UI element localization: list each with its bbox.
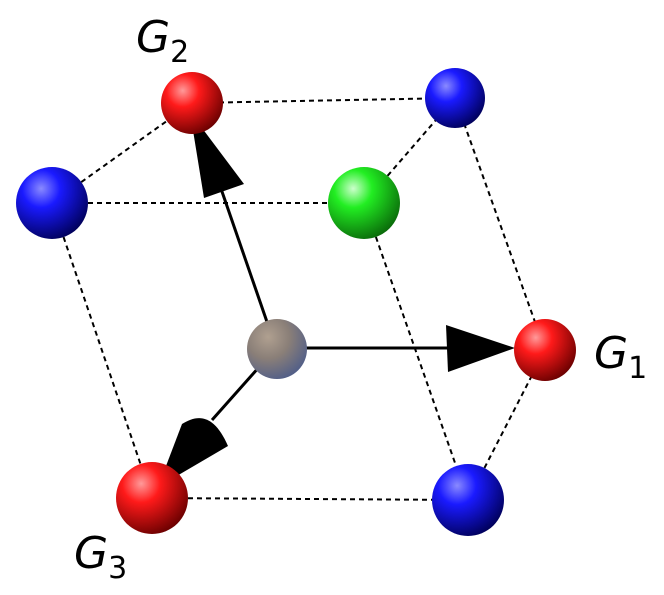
sphere-blue-bottom-right (432, 464, 504, 536)
vector-g2-arrowhead (190, 112, 244, 198)
edge-topright-g1 (454, 97, 546, 351)
sphere-g1-red (514, 319, 576, 381)
sphere-center (247, 319, 307, 379)
edge-g2-topright (191, 97, 456, 104)
sphere-green (328, 167, 400, 239)
sphere-blue-top-right (425, 68, 485, 128)
edge-left-g3 (51, 202, 153, 499)
edge-g3-bottomright (151, 497, 469, 501)
cell-edges (51, 97, 546, 501)
edge-green-bottomright (363, 202, 469, 501)
label-g1: G1 (594, 328, 647, 386)
vector-g2 (190, 112, 278, 349)
label-g2: G2 (136, 12, 189, 70)
sphere-g3-red (116, 462, 188, 534)
vector-g1 (276, 325, 515, 372)
sphere-blue-left (16, 167, 88, 239)
vector-g1-arrowhead (446, 325, 515, 372)
vector-g3-arrowhead (158, 418, 228, 487)
sphere-g2-red (161, 72, 223, 134)
label-g3: G3 (74, 528, 127, 586)
